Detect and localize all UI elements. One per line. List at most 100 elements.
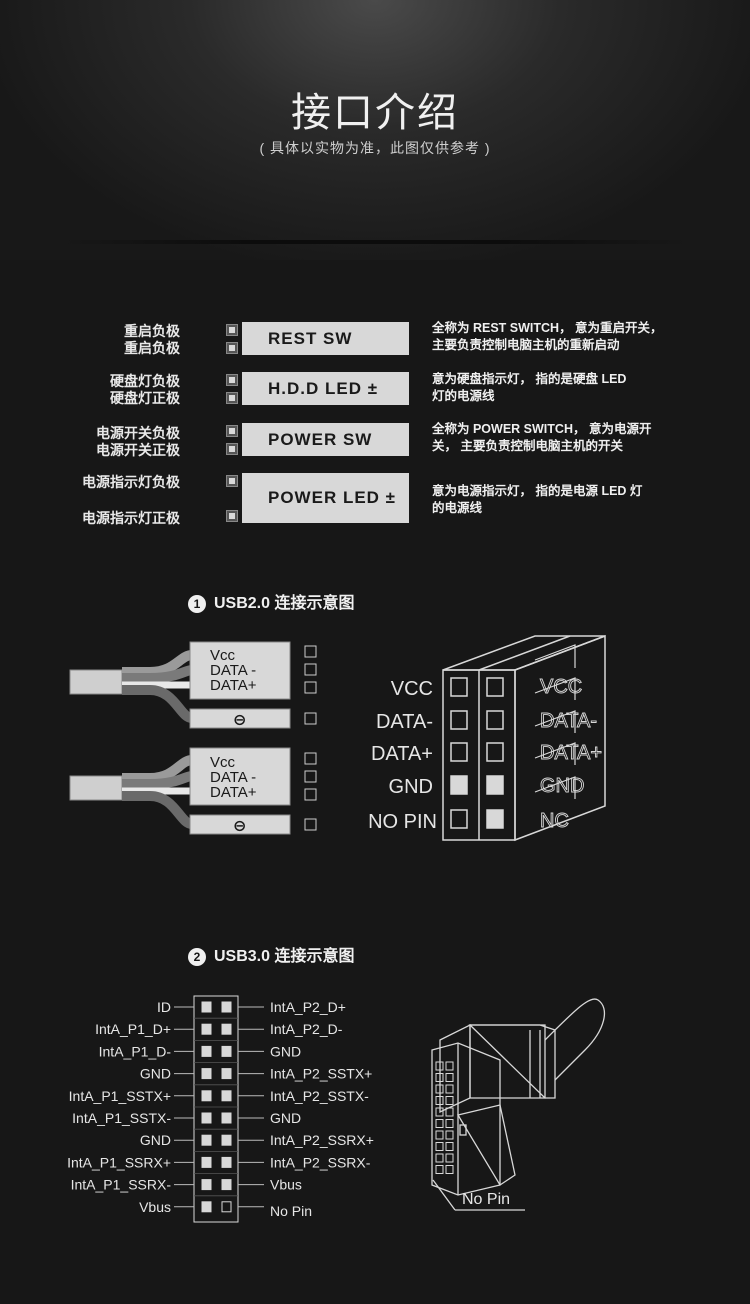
usb3-connector-pin: [435, 1061, 444, 1071]
fp-label-2b: 电源开关正极: [96, 442, 180, 458]
usb3-connector-pin: [445, 1165, 454, 1174]
usb3-connector-pin: [435, 1107, 444, 1117]
fp-label-3a: 电源指示灯负极: [82, 474, 180, 490]
fp-label-1b: 硬盘灯正极: [110, 390, 180, 406]
usb2-pin: [304, 770, 317, 783]
usb2-plug-2: [69, 775, 123, 801]
usb3-connector-pin: [435, 1165, 444, 1174]
usb3-right-pin-label: GND: [270, 1043, 301, 1059]
page-subtitle: ( 具体以实物为准，此图仅供参考 ): [259, 140, 491, 156]
fp-pin: [226, 392, 238, 404]
usb3-header-pin: [221, 1179, 232, 1191]
usb2-left-gnd: GND: [389, 776, 433, 798]
usb3-right-pin-label: IntA_P2_D-: [270, 1021, 343, 1037]
usb3-connector-pin: [445, 1119, 454, 1128]
header-background: [0, 0, 750, 260]
header-pin: [450, 742, 468, 762]
usb3-connector-pin: [445, 1061, 454, 1071]
fp-label-3b: 电源指示灯正极: [82, 510, 180, 526]
usb3-right-pin-label: Vbus: [270, 1177, 302, 1193]
usb3-connector: [431, 998, 606, 1211]
usb3-connector-pin: [445, 1107, 454, 1117]
fp-desc-2b: 关， 主要负责控制电脑主机的开关: [432, 439, 623, 453]
header-pin: [486, 677, 504, 697]
usb2-data-minus-label: DATA -: [210, 769, 256, 786]
usb3-left-pin-label: IntA_P1_SSRX-: [71, 1177, 172, 1193]
usb2-header-pins: [450, 677, 504, 829]
usb3-left-pin-label: GND: [140, 1132, 171, 1148]
usb2-housing-2: [189, 747, 291, 806]
usb3-header-outline: [193, 995, 239, 1223]
usb2-left-vcc: VCC: [391, 678, 433, 700]
usb3-right-pin-label: GND: [270, 1110, 301, 1126]
usb3-connector-pin: [435, 1142, 444, 1151]
connector-rest-sw: REST SW: [242, 322, 409, 355]
usb2-left-no-pin: NO PIN: [368, 811, 437, 833]
usb2-vcc-label: Vcc: [210, 754, 236, 771]
usb3-left-pin-label: IntA_P1_SSTX-: [72, 1110, 171, 1126]
usb2-data-minus-label: DATA -: [210, 662, 256, 679]
usb2-right-data-minus: DATA-: [540, 710, 597, 732]
usb3-connector-pins: [435, 1061, 454, 1174]
header-pin: [486, 742, 504, 762]
usb3-left-pin-label: Vbus: [139, 1199, 171, 1215]
usb3-header-pin: [201, 1201, 212, 1213]
usb3-header-pin: [201, 1001, 212, 1013]
usb3-connector-pin: [435, 1119, 444, 1128]
fp-desc-3b: 的电源线: [432, 501, 483, 515]
usb3-connector-pin: [445, 1130, 454, 1140]
header-pin-filled: [450, 775, 468, 795]
usb3-right-pin-label: IntA_P2_SSRX-: [270, 1154, 371, 1170]
usb2-pin: [304, 788, 317, 801]
usb2-right-data-plus: DATA+: [540, 742, 602, 764]
usb3-connector-pin: [435, 1073, 444, 1082]
fp-pin: [226, 475, 238, 487]
usb2-pin: [304, 712, 317, 725]
usb3-connector-pin: [445, 1142, 454, 1151]
connector-hdd-led: H.D.D LED ±: [242, 372, 409, 405]
usb3-header-no-pin: [221, 1201, 232, 1213]
fp-pin: [226, 443, 238, 455]
fp-pin: [226, 510, 238, 522]
usb2-cable-1: Vcc DATA - DATA+ ⊖: [69, 641, 317, 729]
usb2-right-gnd: GND: [540, 775, 584, 797]
usb2-gnd-housing-1: [189, 708, 291, 729]
usb3-left-pin-label: IntA_P1_SSTX+: [69, 1088, 171, 1104]
fp-desc-1b: 灯的电源线: [432, 389, 495, 403]
fp-desc-1a: 意为硬盘指示灯， 指的是硬盘 LED: [432, 372, 627, 386]
usb2-left-data-minus: DATA-: [376, 711, 433, 733]
usb3-left-pin-label: GND: [140, 1066, 171, 1082]
usb3-number-badge: 2: [188, 947, 206, 966]
usb3-header-pin: [221, 1045, 232, 1057]
usb2-number-badge: 1: [188, 594, 206, 613]
usb3-connector-pin: [435, 1096, 444, 1105]
usb3-header-pin: [201, 1156, 212, 1168]
usb2-gnd-housing-2: [189, 814, 291, 835]
fp-desc-2a: 全称为 POWER SWITCH， 意为电源开: [432, 422, 652, 436]
fp-desc-0a: 全称为 REST SWITCH， 意为重启开关，: [432, 321, 663, 335]
usb3-right-pin-label: IntA_P2_SSTX-: [270, 1088, 369, 1104]
usb2-pin: [304, 818, 317, 831]
usb3-right-pin-label: IntA_P2_SSTX+: [270, 1066, 372, 1082]
usb3-header-pin: [221, 1134, 232, 1146]
usb3-left-pin-label: IntA_P1_D+: [95, 1021, 171, 1037]
usb2-pin: [304, 645, 317, 658]
usb2-data-plus-label: DATA+: [210, 677, 257, 694]
usb2-title-text: USB2.0 连接示意图: [214, 595, 355, 612]
fp-pin: [226, 425, 238, 437]
ground-symbol: ⊖: [233, 818, 246, 835]
fp-label-0a: 重启负极: [124, 323, 180, 339]
ground-symbol: ⊖: [233, 712, 246, 729]
usb3-header-pin: [201, 1090, 212, 1102]
fp-desc-0b: 主要负责控制电脑主机的重新启动: [432, 338, 620, 352]
usb3-left-pin-label: IntA_P1_SSRX+: [67, 1154, 171, 1170]
usb3-connector-pin: [435, 1130, 444, 1140]
usb3-no-pin-callout: No Pin: [462, 1191, 510, 1208]
fp-desc-3a: 意为电源指示灯， 指的是电源 LED 灯: [432, 484, 643, 498]
usb3-header-pin: [221, 1001, 232, 1013]
usb2-left-data-plus: DATA+: [371, 743, 433, 765]
connector-power-led: POWER LED ±: [242, 473, 409, 523]
page-title: 接口介绍: [291, 91, 459, 135]
